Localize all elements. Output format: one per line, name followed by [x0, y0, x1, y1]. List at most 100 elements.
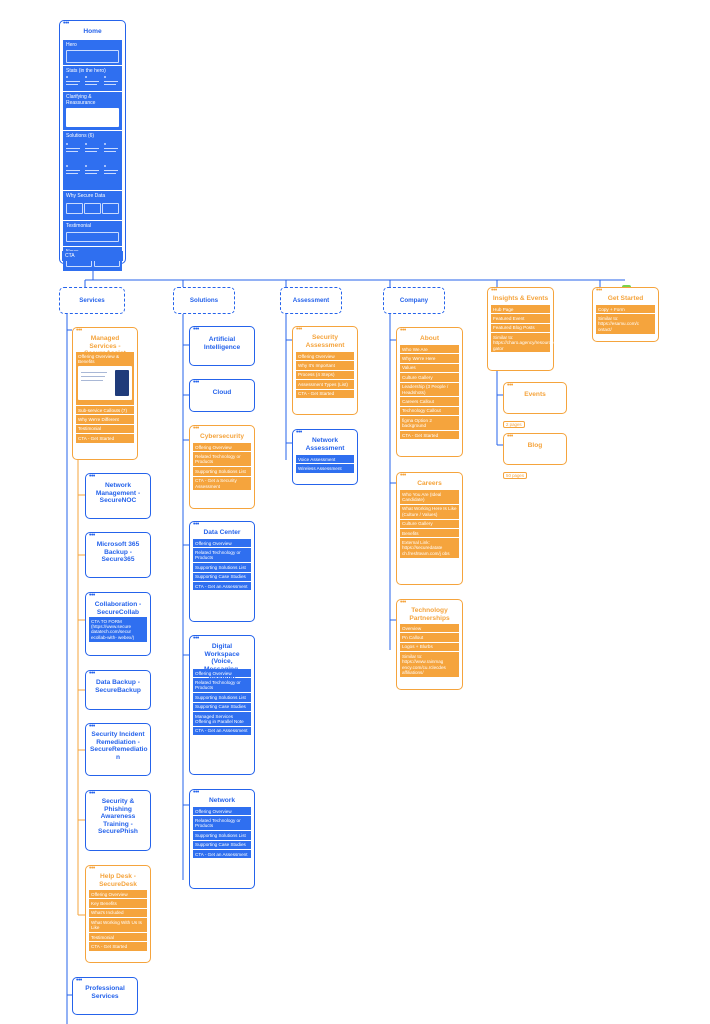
card-data-center[interactable]: ••• Data Center Offering Overview Relate… — [189, 521, 255, 622]
more-icon[interactable]: ••• — [76, 328, 82, 334]
more-icon[interactable]: ••• — [491, 288, 497, 294]
card-row: CTA - Get an Assessment — [193, 727, 251, 735]
more-icon[interactable]: ••• — [400, 328, 406, 334]
more-icon[interactable]: ••• — [296, 430, 302, 436]
more-icon[interactable]: ••• — [89, 866, 95, 872]
home-section-why: Why Secure Data — [63, 191, 122, 220]
card-blog[interactable]: ••• Blog — [503, 433, 567, 465]
group-label: Assessment — [293, 297, 329, 304]
card-title: Security Incident Remediation - SecureRe… — [86, 731, 150, 761]
card-title: Insights & Events — [488, 295, 553, 303]
card-help-desk[interactable]: ••• Help Desk - SecureDesk Offering Over… — [85, 865, 151, 963]
card-title: Data Center — [190, 529, 254, 537]
card-row: Culture Gallery — [400, 520, 459, 528]
section-label: Hero — [66, 42, 119, 48]
group-services[interactable]: Services — [59, 287, 125, 314]
section-label: Why Secure Data — [66, 193, 119, 199]
group-solutions[interactable]: Solutions — [173, 287, 235, 314]
card-row: Supporting Solutions List — [193, 467, 251, 475]
card-row: Culture Gallery — [400, 373, 459, 381]
card-about[interactable]: ••• About Who We Are Why We're Here Valu… — [396, 327, 463, 457]
card-row: CTA - Get an Assessment — [193, 850, 251, 858]
card-row: Assessment Types (List) — [296, 380, 354, 388]
home-section-stats: Stats (in the hero) — [63, 66, 122, 91]
more-icon[interactable]: ••• — [400, 473, 406, 479]
card-row: Pn Callout — [400, 633, 459, 641]
card-cybersecurity[interactable]: ••• Cybersecurity Offering Overview Rela… — [189, 425, 255, 509]
card-title: Security & Phishing Awareness Training -… — [86, 798, 150, 836]
card-title: Technology Partnerships — [397, 607, 462, 622]
more-icon[interactable]: ••• — [76, 978, 82, 984]
more-icon[interactable]: ••• — [89, 474, 95, 480]
card-technology-partnerships[interactable]: ••• Technology Partnerships Overview Pn … — [396, 599, 463, 690]
card-network-management[interactable]: ••• Network Management - SecureNOC — [85, 473, 151, 519]
card-row: Why We're Here — [400, 354, 459, 362]
card-row: Sub-service Callouts (7) — [76, 406, 134, 414]
more-icon[interactable]: ••• — [193, 790, 199, 796]
group-assessment[interactable]: Assessment — [280, 287, 342, 314]
card-row: Testimonial — [76, 425, 134, 433]
card-professional-services[interactable]: ••• Professional Services — [72, 977, 138, 1015]
card-events[interactable]: ••• Events — [503, 382, 567, 414]
card-row: Process (4 Steps) — [296, 371, 354, 379]
group-company[interactable]: Company — [383, 287, 445, 314]
card-row: figma Option 2 background — [400, 416, 459, 430]
card-row: Leadership (3 People / Headshots) — [400, 383, 459, 397]
more-icon[interactable]: ••• — [89, 533, 95, 539]
more-icon[interactable]: ••• — [400, 600, 406, 606]
home-section-hero: Hero — [63, 40, 122, 65]
card-data-backup[interactable]: ••• Data Backup - SecureBackup — [85, 670, 151, 710]
card-row: Supporting Solutions List — [193, 563, 251, 571]
more-icon[interactable]: ••• — [89, 593, 95, 599]
card-security-assessment[interactable]: ••• Security Assessment Offering Overvie… — [292, 326, 358, 415]
more-icon[interactable]: ••• — [193, 636, 199, 642]
card-get-started[interactable]: ••• Get Started Copy + Form Similar to: … — [592, 287, 659, 342]
card-row: Offering Overview — [193, 807, 251, 815]
more-icon[interactable]: ••• — [63, 21, 69, 27]
more-icon[interactable]: ••• — [89, 791, 95, 797]
more-icon[interactable]: ••• — [193, 327, 199, 333]
card-row: Offering Overview — [89, 890, 147, 898]
card-artificial-intelligence[interactable]: ••• Artificial Intelligence — [189, 326, 255, 366]
more-icon[interactable]: ••• — [193, 380, 199, 386]
card-security-phishing[interactable]: ••• Security & Phishing Awareness Traini… — [85, 790, 151, 851]
home-section-testimonial: Testimonial — [63, 221, 122, 246]
card-security-incident[interactable]: ••• Security Incident Remediation - Secu… — [85, 723, 151, 776]
card-row: Key Benefits — [89, 899, 147, 907]
card-microsoft-365[interactable]: ••• Microsoft 365 Backup - Secure365 — [85, 532, 151, 578]
more-icon[interactable]: ••• — [89, 724, 95, 730]
more-icon[interactable]: ••• — [193, 522, 199, 528]
card-row: External Link: https://securedatate ch.f… — [400, 538, 459, 557]
section-label: Solutions (6) — [66, 133, 119, 139]
wireframe-card — [66, 108, 119, 127]
card-row: Offering Overview — [193, 443, 251, 451]
more-icon[interactable]: ••• — [296, 327, 302, 333]
card-row: CTA - Get Started — [76, 434, 134, 442]
card-title: Network Management - SecureNOC — [86, 482, 150, 505]
card-title: Network Assessment — [293, 437, 357, 452]
card-title: Get Started — [593, 295, 658, 303]
more-icon[interactable]: ••• — [596, 288, 602, 294]
card-network[interactable]: ••• Network Offering Overview Related Te… — [189, 789, 255, 889]
card-cloud[interactable]: ••• Cloud — [189, 379, 255, 412]
more-icon[interactable]: ••• — [507, 383, 513, 389]
card-row: What Working Here Is Like (Culture / Val… — [400, 505, 459, 519]
card-title: Artificial Intelligence — [190, 336, 254, 351]
card-digital-workspace[interactable]: ••• Digital Workspace (Voice, Messaging,… — [189, 635, 255, 775]
card-row: Who We Are — [400, 345, 459, 353]
more-icon[interactable]: ••• — [507, 434, 513, 440]
card-row: Voice Assessment — [296, 455, 354, 463]
card-title: Collaboration - SecureCollab — [86, 601, 150, 616]
card-insights-events[interactable]: ••• Insights & Events Hub Page Featured … — [487, 287, 554, 371]
card-row: Offering Overview — [193, 539, 251, 547]
card-collaboration[interactable]: ••• Collaboration - SecureCollab CTA TO … — [85, 592, 151, 656]
more-icon[interactable]: ••• — [89, 671, 95, 677]
card-network-assessment[interactable]: ••• Network Assessment Voice Assessment … — [292, 429, 358, 485]
card-careers[interactable]: ••• Careers Who You Are (Ideal Candidate… — [396, 472, 463, 585]
card-managed-services[interactable]: ••• Managed Services - SecureAssist Offe… — [72, 327, 138, 460]
card-row: Hub Page — [491, 305, 550, 313]
more-icon[interactable]: ••• — [193, 426, 199, 432]
card-title: About — [397, 335, 462, 343]
home-card[interactable]: ••• Home Hero Stats (in the hero) Clarif… — [59, 20, 126, 264]
card-row: Featured Blog Posts — [491, 324, 550, 332]
